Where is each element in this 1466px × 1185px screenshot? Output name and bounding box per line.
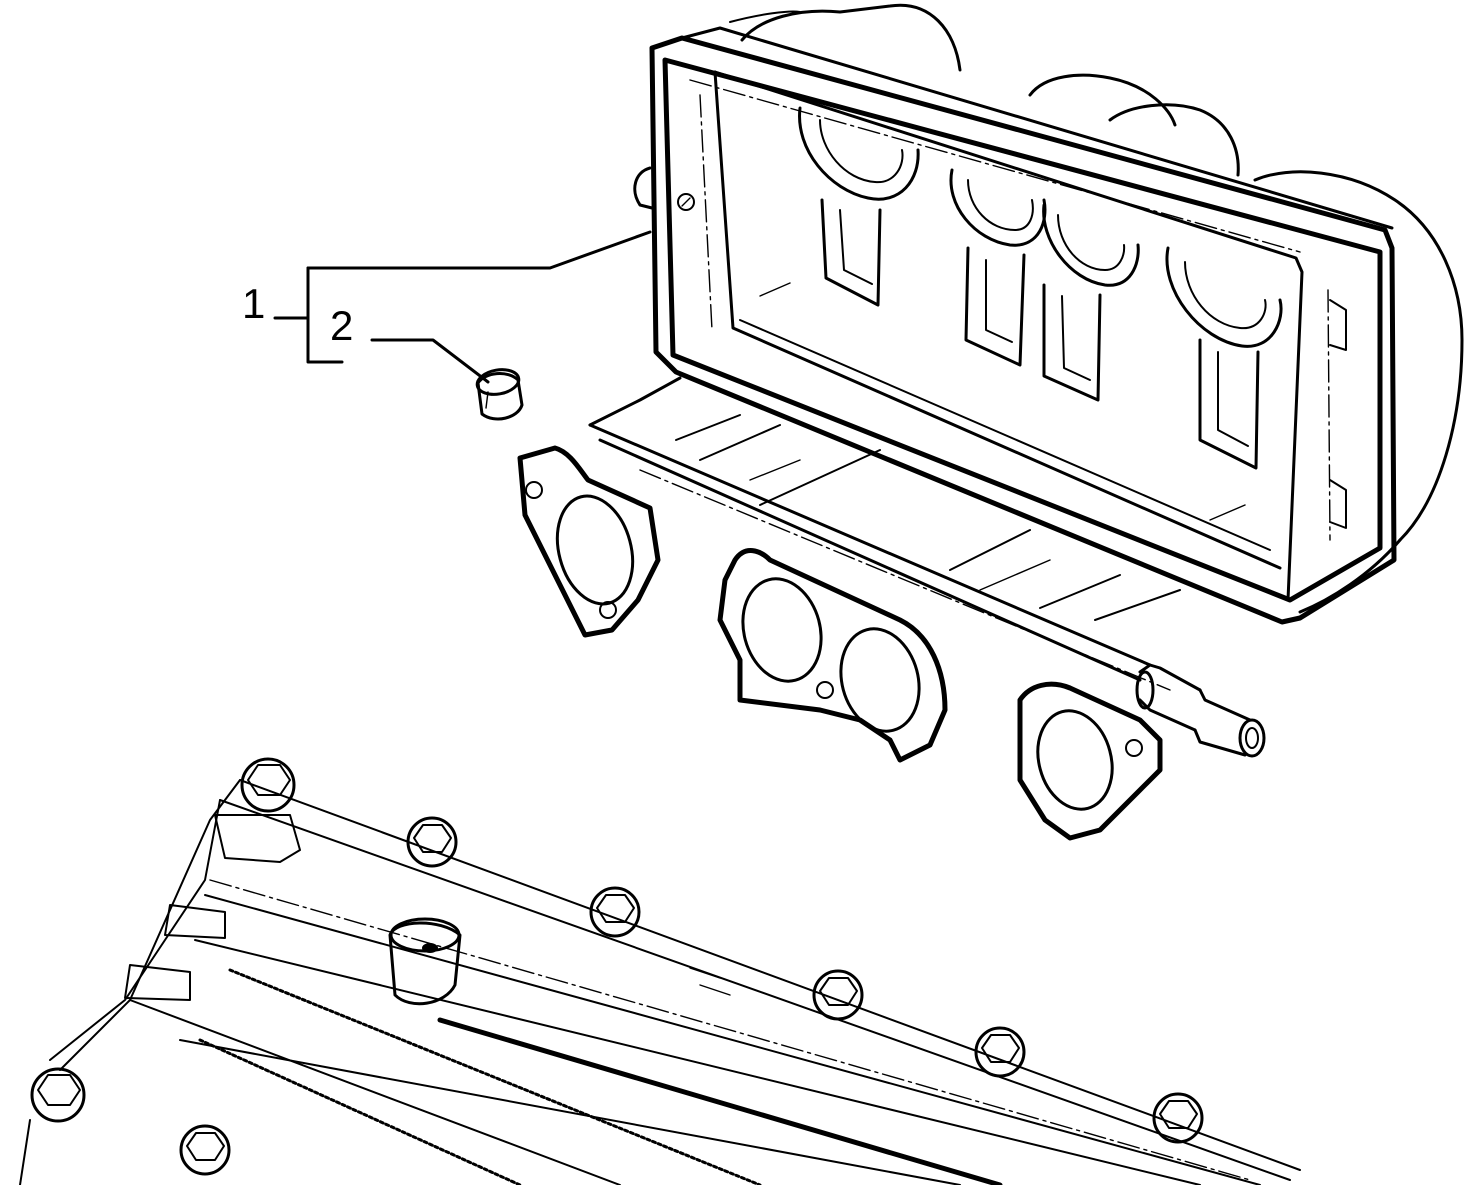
cylinder-head — [19, 757, 1301, 1185]
head-bolt-1 — [240, 757, 296, 813]
screw-icon — [677, 193, 695, 211]
head-bolt-3 — [589, 886, 641, 938]
runner-port-2 — [949, 168, 1047, 367]
flange-right — [1017, 681, 1163, 841]
runner-port-4 — [1165, 246, 1283, 470]
head-bolt-2 — [406, 816, 458, 868]
head-bolt-7 — [30, 1067, 86, 1123]
head-bolt-4 — [812, 969, 864, 1021]
callout-label-1: 1 — [242, 280, 265, 327]
runner-port-1 — [798, 106, 920, 307]
head-bolt-5 — [974, 1026, 1026, 1078]
plug-cap[interactable] — [475, 367, 524, 421]
head-bolt-8 — [179, 1124, 231, 1176]
flange-middle — [717, 548, 948, 763]
callout-label-2: 2 — [330, 302, 353, 349]
intake-manifold[interactable] — [517, 3, 1464, 841]
head-bolt-6 — [1152, 1092, 1204, 1144]
runner-port-3 — [1042, 203, 1140, 402]
vacuum-pipe — [1135, 663, 1266, 758]
flange-left — [517, 445, 661, 638]
callout-leaders — [273, 230, 652, 384]
